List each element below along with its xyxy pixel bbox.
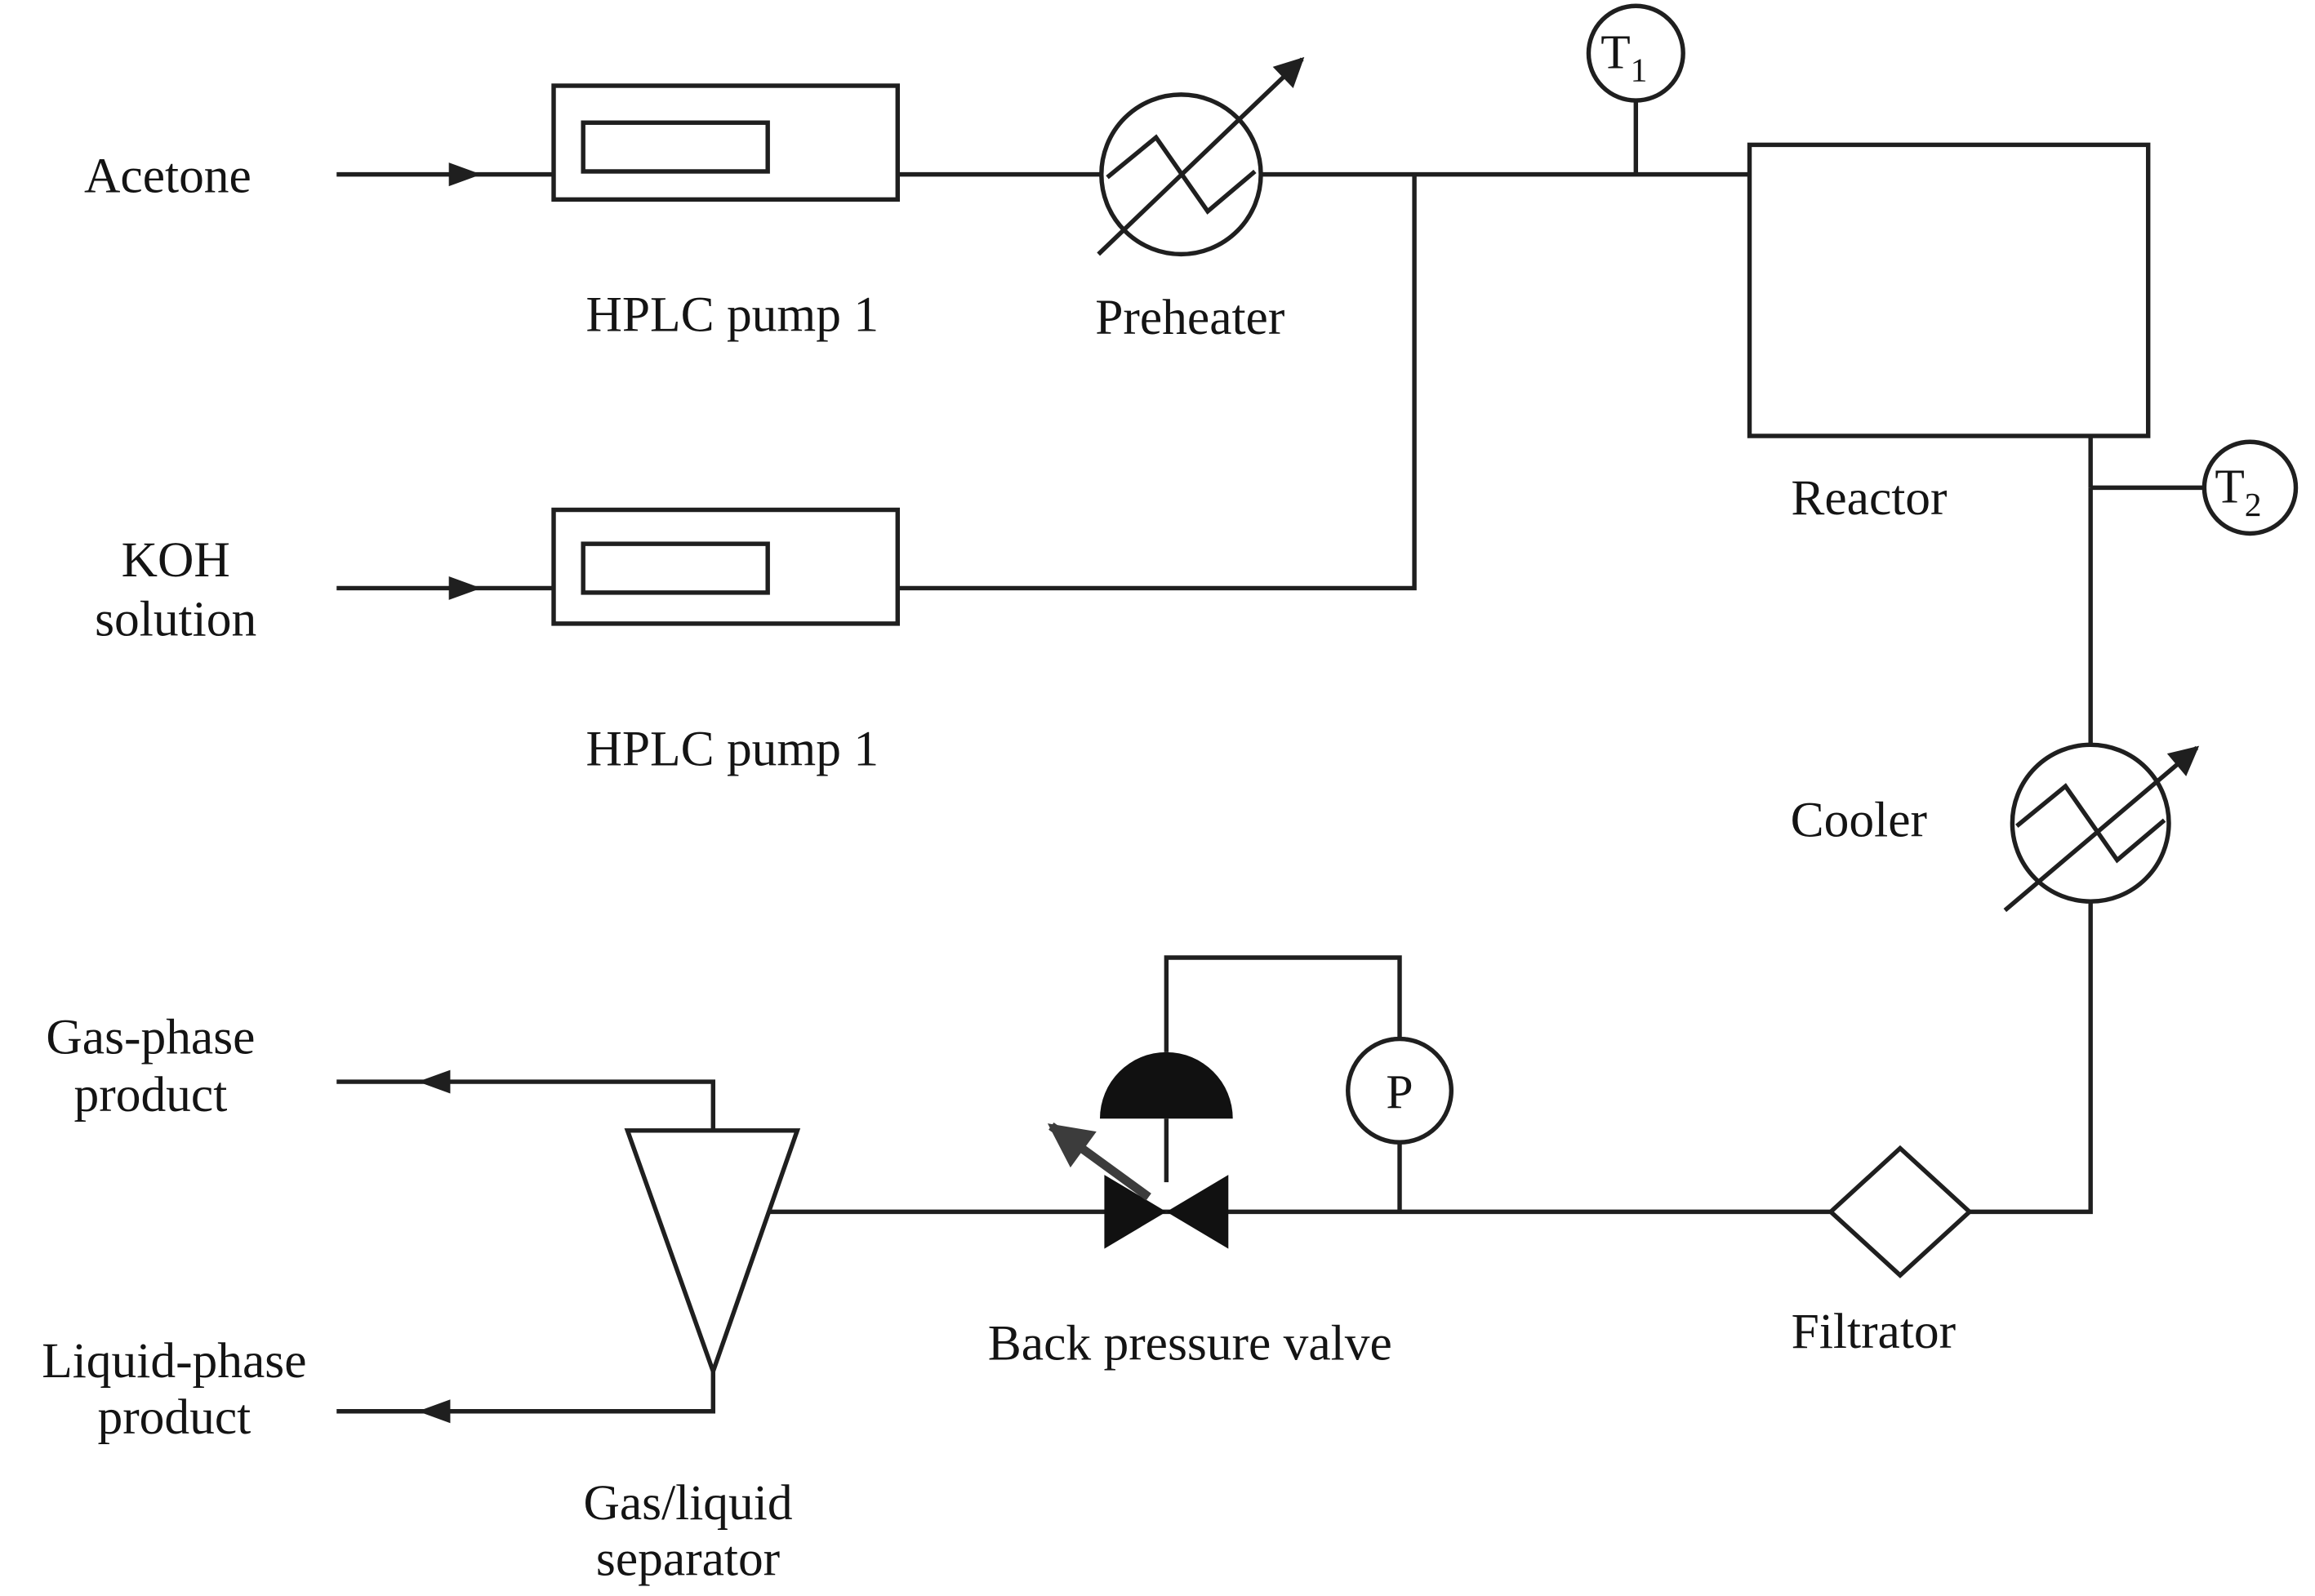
gas-product-line xyxy=(336,1079,715,1131)
label-preheater: Preheater xyxy=(1095,290,1284,345)
hplc-pump-bottom xyxy=(551,507,900,626)
cooler-arrow xyxy=(2003,745,2200,913)
label-reactor: Reactor xyxy=(1791,470,1947,526)
preheater-arrow xyxy=(1097,56,1305,256)
pressure-gauge-circle xyxy=(1346,1036,1454,1145)
liquid-product-line xyxy=(336,1371,715,1414)
label-t2: T2 xyxy=(2215,459,2261,522)
filtrator-symbol xyxy=(1827,1145,1973,1278)
label-back-pressure-valve: Back pressure valve xyxy=(988,1315,1392,1371)
hplc-pump-top xyxy=(551,83,900,202)
reactor-body xyxy=(1747,142,2151,438)
separator-symbol xyxy=(624,1128,801,1379)
t2-indicator xyxy=(2201,439,2299,536)
p-branch-loop-line xyxy=(1164,955,1402,1052)
t1-circle xyxy=(1586,3,1685,103)
valve-adjust-arrow xyxy=(1047,1122,1151,1201)
cooler-symbol xyxy=(2003,742,2200,913)
label-hplc-pump-bottom: HPLC pump 1 xyxy=(585,722,879,777)
label-liquid-phase-line2: product xyxy=(97,1389,251,1445)
label-liquid-phase-line1: Liquid-phase xyxy=(42,1333,306,1389)
label-filtrator: Filtrator xyxy=(1792,1304,1956,1359)
back-pressure-valve-symbol xyxy=(1047,1051,1233,1249)
cooler-zigzag xyxy=(2015,783,2166,864)
label-t1: T1 xyxy=(1600,24,1647,88)
valve-body-right xyxy=(1166,1175,1229,1249)
label-cooler: Cooler xyxy=(1791,793,1927,848)
hplc-pump-bottom-display xyxy=(581,541,770,595)
label-acetone: Acetone xyxy=(84,148,252,203)
valve-actuator-dome xyxy=(1099,1051,1233,1119)
liquid-flow-arrowhead xyxy=(417,1399,451,1424)
hplc-pump-top-display xyxy=(581,120,770,174)
pump2-outlet-line xyxy=(897,174,1417,591)
t2-circle xyxy=(2201,439,2299,536)
label-koh-line2: solution xyxy=(95,591,256,647)
label-hplc-pump-top: HPLC pump 1 xyxy=(585,287,879,342)
label-separator-line1: Gas/liquid xyxy=(583,1475,792,1531)
gas-flow-arrowhead xyxy=(417,1069,451,1094)
valve-body-left xyxy=(1104,1175,1167,1249)
acetone-flow-arrowhead xyxy=(448,162,482,187)
label-pressure-gauge: P xyxy=(1386,1065,1413,1119)
label-koh-line1: KOH xyxy=(122,532,230,588)
label-separator-line2: separator xyxy=(596,1532,780,1587)
preheater-symbol xyxy=(1097,56,1305,257)
koh-flow-arrowhead xyxy=(448,576,482,600)
label-gas-phase-line2: product xyxy=(74,1067,228,1123)
cooler-to-filtrator-line xyxy=(1969,901,2093,1215)
t1-indicator xyxy=(1586,3,1685,103)
label-gas-phase-line1: Gas-phase xyxy=(46,1010,255,1065)
